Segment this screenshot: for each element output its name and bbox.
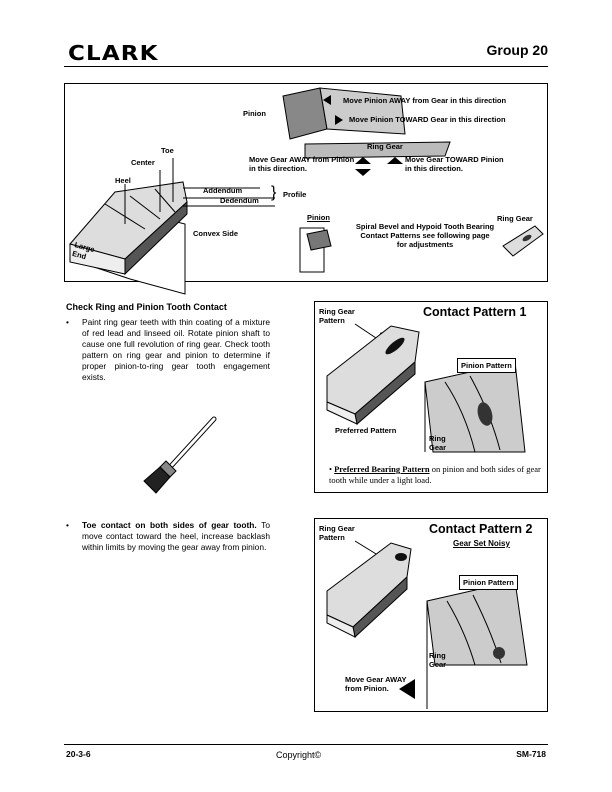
gear-toward-label: Move Gear TOWARD Pinion in this directio… xyxy=(405,155,504,173)
header-rule xyxy=(64,66,548,67)
arrow-away-label: Move Pinion AWAY from Gear in this direc… xyxy=(343,96,507,105)
ring-gear-pattern-label: Ring Gear Pattern xyxy=(319,524,355,542)
section-heading: Check Ring and Pinion Tooth Contact xyxy=(66,302,227,312)
pinion-label: Pinion xyxy=(243,109,266,118)
document-number: SM-718 xyxy=(516,749,546,759)
profile-brace: } xyxy=(271,184,277,201)
gear-set-noisy-label: Gear Set Noisy xyxy=(453,539,510,548)
copyright: Copyright© xyxy=(276,750,322,760)
ring-gear-label: Ring Gear xyxy=(367,142,403,151)
profile-label: Profile xyxy=(283,190,307,199)
clark-logo: CLARK xyxy=(68,41,159,65)
gear-diagram-figure: Move Pinion AWAY from Gear in this direc… xyxy=(64,83,548,295)
footer-rule xyxy=(64,744,548,745)
pinion-pattern-label: Pinion Pattern xyxy=(459,575,518,590)
bullet-dot: • xyxy=(66,520,69,530)
pinion-pattern-label: Pinion Pattern xyxy=(457,358,516,373)
note-underlined: Preferred Bearing Pattern xyxy=(334,464,430,474)
toe-label: Toe xyxy=(161,146,174,155)
ring-gear-label: Ring Gear xyxy=(429,651,447,669)
contact-pattern-1-drawing xyxy=(326,323,526,453)
pinion-small-label: Pinion xyxy=(307,213,330,222)
gear-diagram-drawing xyxy=(69,87,544,295)
convex-side-label: Convex Side xyxy=(193,229,239,238)
page-number: 20-3-6 xyxy=(66,749,91,759)
bullet-text: Paint ring gear teeth with thin coating … xyxy=(82,317,270,382)
bullet-bold: Toe contact on both sides of gear tooth. xyxy=(82,520,257,530)
addendum-label: Addendum xyxy=(203,186,243,195)
bullet-dot: • xyxy=(66,317,69,327)
dedendum-label: Dedendum xyxy=(220,196,259,205)
center-label: Center xyxy=(131,158,155,167)
bullet-paint-instructions: • Paint ring gear teeth with thin coatin… xyxy=(66,317,270,383)
note-bullet: • xyxy=(329,464,332,474)
bullet-rest: To move contact toward the heel, increas… xyxy=(82,520,270,552)
move-gear-away-label: Move Gear AWAY from Pinion. xyxy=(345,675,407,693)
contact-pattern-2-drawing xyxy=(326,540,528,709)
spiral-bevel-label: Spiral Bevel and Hypoid Tooth Bearing Co… xyxy=(355,222,495,249)
ring-gear-small-label: Ring Gear xyxy=(497,214,533,223)
contact-pattern-2-title: Contact Pattern 2 xyxy=(429,522,533,536)
contact-pattern-2-figure: Contact Pattern 2 Gear Set Noisy Ring Ge… xyxy=(314,518,548,712)
group-title: Group 20 xyxy=(486,42,548,58)
contact-pattern-1-figure: Contact Pattern 1 Ring Gear Pattern Pini… xyxy=(314,301,548,493)
ring-gear-pattern-label: Ring Gear Pattern xyxy=(319,307,355,325)
preferred-pattern-label: Preferred Pattern xyxy=(335,426,397,435)
bullet-toe-contact: • Toe contact on both sides of gear toot… xyxy=(66,520,270,553)
arrow-toward-label: Move Pinion TOWARD Gear in this directio… xyxy=(349,115,506,124)
gear-away-label: Move Gear AWAY from Pinion in this direc… xyxy=(249,155,355,173)
preferred-bearing-note: • Preferred Bearing Pattern on pinion an… xyxy=(329,464,541,486)
contact-pattern-1-title: Contact Pattern 1 xyxy=(423,305,527,319)
note-rest: on pinion and both sides of gear tooth w… xyxy=(329,464,541,485)
ring-gear-label: Ring Gear xyxy=(429,434,447,452)
heel-label: Heel xyxy=(115,176,131,185)
paint-brush-illustration xyxy=(143,416,217,494)
